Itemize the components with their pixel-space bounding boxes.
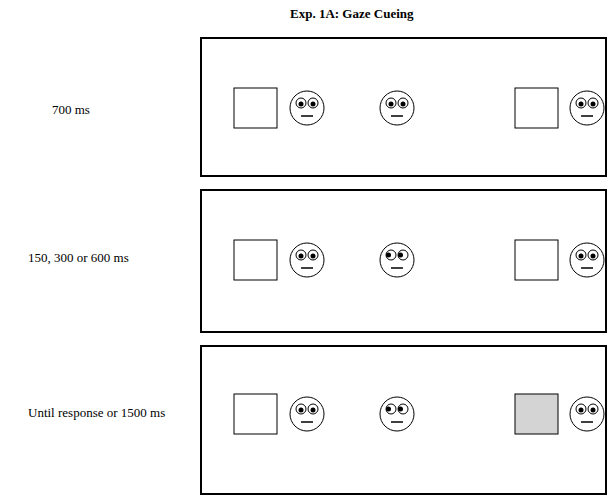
face-straight <box>380 91 414 125</box>
display-frame <box>201 190 606 332</box>
target-box <box>234 394 277 434</box>
duration-label: Until response or 1500 ms <box>28 405 165 421</box>
target-box <box>234 240 277 280</box>
face-straight <box>570 397 604 431</box>
display-frame <box>201 38 606 176</box>
duration-label: 150, 300 or 600 ms <box>28 250 129 266</box>
target-box <box>234 88 277 128</box>
target-box-filled <box>515 394 558 434</box>
face-straight <box>290 243 324 277</box>
duration-label: 700 ms <box>52 102 90 118</box>
face-gaze-left <box>380 397 414 431</box>
figure-title: Exp. 1A: Gaze Cueing <box>290 6 414 22</box>
face-straight <box>570 91 604 125</box>
face-straight <box>290 397 324 431</box>
target-box <box>515 88 558 128</box>
target-box <box>515 240 558 280</box>
face-straight <box>570 243 604 277</box>
face-gaze-left <box>380 243 414 277</box>
face-straight <box>290 91 324 125</box>
display-frame <box>201 346 606 494</box>
